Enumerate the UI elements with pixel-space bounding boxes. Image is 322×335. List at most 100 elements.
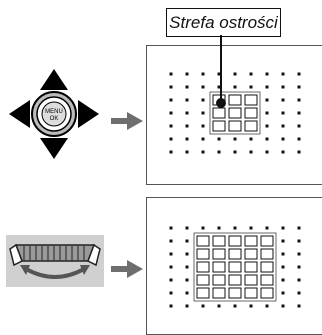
af-point bbox=[217, 85, 221, 89]
af-point bbox=[249, 137, 253, 141]
af-point-selected bbox=[212, 274, 226, 286]
af-point-selected bbox=[260, 235, 274, 247]
focus-area-callout: Strefa ostrości bbox=[166, 8, 281, 37]
af-point bbox=[185, 150, 189, 154]
af-point bbox=[249, 150, 253, 154]
af-point-selected bbox=[228, 287, 242, 299]
af-point bbox=[217, 137, 221, 141]
dpad-selector-icon: MENU OK bbox=[8, 68, 100, 160]
af-point bbox=[281, 226, 285, 230]
af-point bbox=[201, 111, 205, 115]
af-point bbox=[169, 239, 173, 243]
af-point bbox=[169, 252, 173, 256]
command-dial-icon bbox=[6, 235, 104, 287]
af-point bbox=[169, 72, 173, 76]
callout-pointer-dot bbox=[216, 98, 226, 108]
af-point bbox=[297, 252, 301, 256]
af-point bbox=[281, 278, 285, 282]
af-point bbox=[185, 85, 189, 89]
af-point-selected bbox=[228, 261, 242, 273]
af-point bbox=[185, 226, 189, 230]
af-point-selected bbox=[228, 274, 242, 286]
af-point bbox=[297, 98, 301, 102]
af-point bbox=[265, 304, 269, 308]
focus-area-label: Strefa ostrości bbox=[169, 12, 278, 32]
af-point bbox=[281, 252, 285, 256]
af-point bbox=[169, 98, 173, 102]
af-point bbox=[297, 150, 301, 154]
af-point bbox=[217, 226, 221, 230]
af-point bbox=[281, 304, 285, 308]
af-point bbox=[281, 85, 285, 89]
af-point-selected bbox=[244, 261, 258, 273]
af-point bbox=[201, 304, 205, 308]
af-point bbox=[297, 265, 301, 269]
af-point bbox=[169, 304, 173, 308]
af-point bbox=[185, 252, 189, 256]
af-point-selected bbox=[212, 120, 226, 132]
dpad-menu-text: MENU bbox=[45, 109, 63, 115]
af-point bbox=[297, 239, 301, 243]
af-point bbox=[185, 111, 189, 115]
af-point bbox=[265, 150, 269, 154]
af-point bbox=[281, 111, 285, 115]
af-point bbox=[281, 72, 285, 76]
af-point bbox=[297, 304, 301, 308]
af-point bbox=[201, 226, 205, 230]
af-point bbox=[265, 111, 269, 115]
af-point bbox=[169, 111, 173, 115]
af-point-selected bbox=[244, 287, 258, 299]
af-point bbox=[201, 72, 205, 76]
af-point bbox=[265, 124, 269, 128]
af-point-selected bbox=[196, 287, 210, 299]
af-point bbox=[169, 278, 173, 282]
right-arrow-icon bbox=[111, 112, 143, 130]
af-point bbox=[233, 72, 237, 76]
af-point-selected bbox=[260, 274, 274, 286]
focus-area-frame bbox=[209, 91, 261, 135]
af-point bbox=[185, 265, 189, 269]
af-point bbox=[169, 291, 173, 295]
af-point bbox=[233, 150, 237, 154]
af-point bbox=[297, 137, 301, 141]
af-point bbox=[265, 137, 269, 141]
af-point bbox=[185, 278, 189, 282]
af-point bbox=[297, 124, 301, 128]
af-point bbox=[265, 98, 269, 102]
af-point bbox=[297, 111, 301, 115]
af-point-selected bbox=[244, 107, 258, 119]
af-point-selected bbox=[212, 287, 226, 299]
af-point-selected bbox=[196, 274, 210, 286]
af-point bbox=[185, 239, 189, 243]
af-point-selected bbox=[212, 107, 226, 119]
af-point-selected bbox=[260, 261, 274, 273]
af-point bbox=[169, 265, 173, 269]
af-point bbox=[233, 85, 237, 89]
af-point bbox=[185, 291, 189, 295]
af-point bbox=[297, 291, 301, 295]
af-point bbox=[281, 291, 285, 295]
af-point bbox=[249, 72, 253, 76]
af-point-selected bbox=[196, 261, 210, 273]
af-point-selected bbox=[244, 248, 258, 260]
af-point bbox=[297, 85, 301, 89]
af-point bbox=[249, 304, 253, 308]
af-point bbox=[265, 226, 269, 230]
focus-area-frame bbox=[193, 232, 277, 302]
af-point-selected bbox=[212, 261, 226, 273]
af-point bbox=[169, 150, 173, 154]
af-point bbox=[281, 98, 285, 102]
af-point bbox=[201, 85, 205, 89]
af-point-selected bbox=[228, 235, 242, 247]
af-point-selected bbox=[196, 235, 210, 247]
af-point bbox=[201, 137, 205, 141]
af-point bbox=[281, 150, 285, 154]
af-point bbox=[233, 304, 237, 308]
af-point-display-bottom bbox=[146, 197, 322, 335]
af-point-selected bbox=[244, 235, 258, 247]
af-point bbox=[201, 98, 205, 102]
af-point bbox=[297, 226, 301, 230]
af-point bbox=[185, 304, 189, 308]
af-point bbox=[297, 278, 301, 282]
af-point bbox=[217, 304, 221, 308]
